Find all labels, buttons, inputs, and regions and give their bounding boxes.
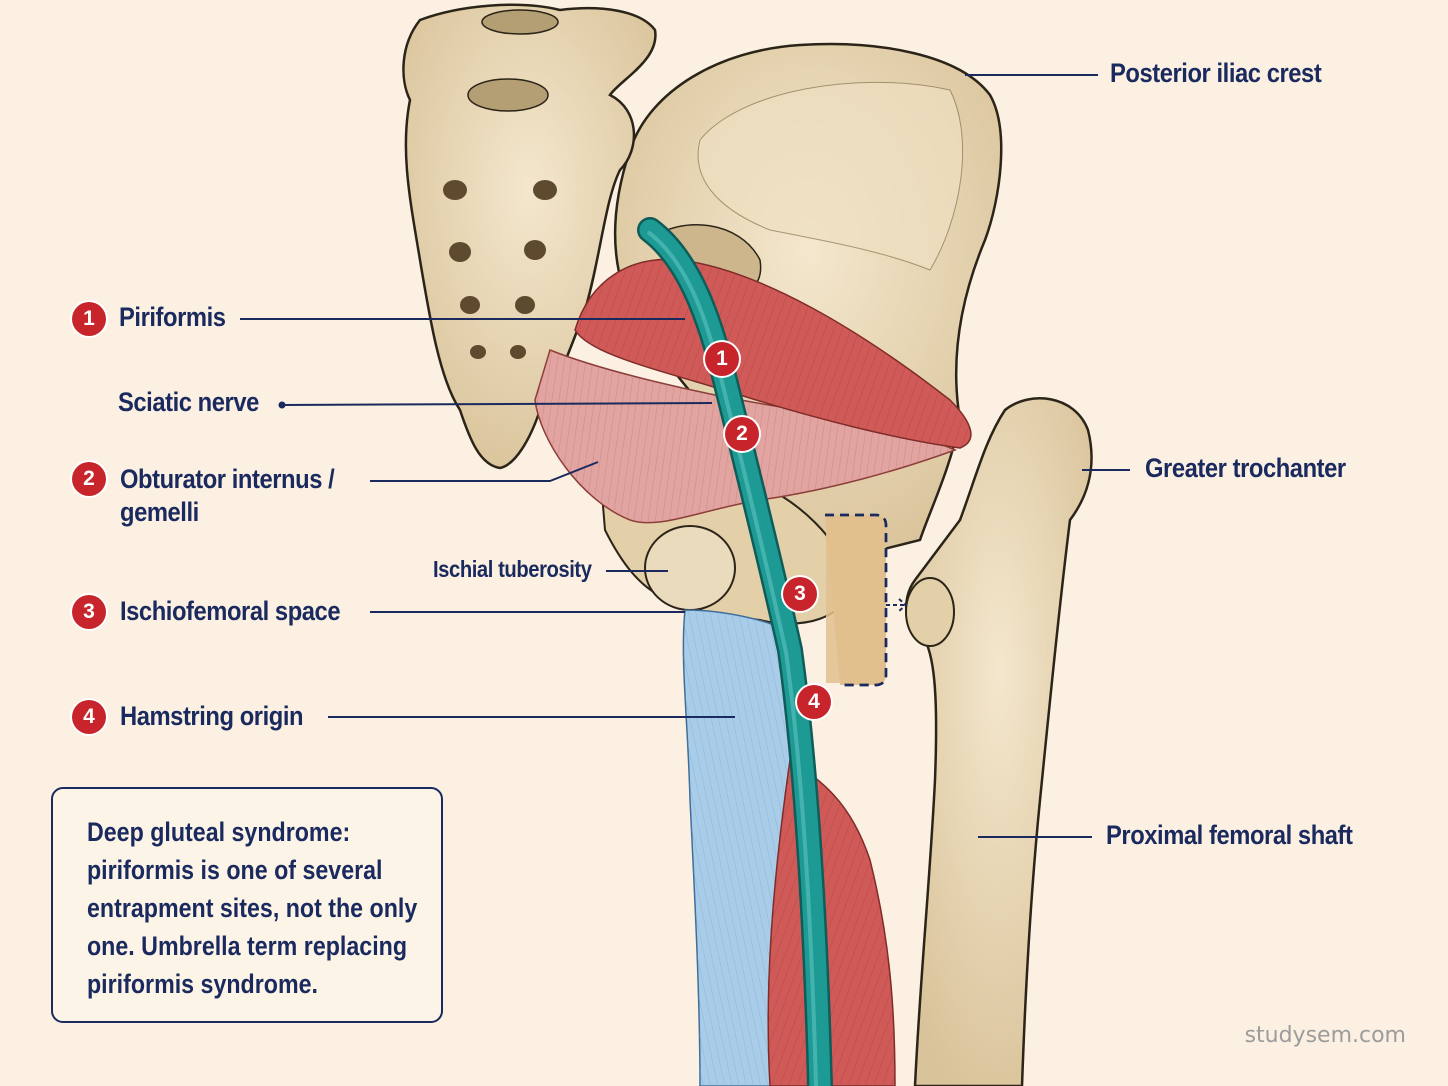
ischial-tuberosity-bone — [644, 525, 736, 611]
sacrum-bone — [402, 3, 657, 470]
label-greater-trochanter: Greater trochanter — [1145, 453, 1346, 483]
badge-3-diagram: 3 — [783, 577, 817, 611]
badge-2-diagram: 2 — [725, 417, 759, 451]
label-hamstring-origin: Hamstring origin — [120, 701, 304, 731]
watermark: studysem.com — [1244, 1023, 1406, 1048]
note-text: Deep gluteal syndrome: piriformis is one… — [87, 817, 418, 999]
badge-1-left: 1 — [72, 302, 106, 336]
vertebral-foramen-2 — [467, 78, 549, 112]
leader-sciatic-nerve — [281, 402, 713, 406]
label-ischial-tuberosity: Ischial tuberosity — [433, 556, 592, 582]
badge-4-diagram: 4 — [797, 685, 831, 719]
badge-3-left: 3 — [72, 595, 106, 629]
lesser-trochanter — [905, 577, 955, 647]
vertebral-foramen-1 — [481, 9, 559, 35]
badge-4-left: 4 — [72, 700, 106, 734]
leader-obturator — [370, 461, 599, 482]
ischiofemoral-arrow — [886, 598, 908, 612]
label-posterior-iliac-crest: Posterior iliac crest — [1110, 58, 1322, 88]
femur-bone — [905, 397, 1093, 1086]
label-ischiofemoral-space: Ischiofemoral space — [120, 596, 341, 626]
label-piriformis: Piriformis — [119, 302, 226, 332]
note-box: Deep gluteal syndrome: piriformis is one… — [51, 787, 443, 1023]
iliac-fossa — [697, 81, 964, 271]
sacral-foramina — [443, 180, 557, 359]
label-sciatic-nerve: Sciatic nerve — [118, 387, 259, 417]
badge-1-diagram: 1 — [705, 342, 739, 376]
badge-2-left: 2 — [72, 462, 106, 496]
label-obturator-internus-gemelli: Obturator internus / gemelli — [120, 464, 335, 527]
label-proximal-femoral-shaft: Proximal femoral shaft — [1106, 820, 1353, 850]
